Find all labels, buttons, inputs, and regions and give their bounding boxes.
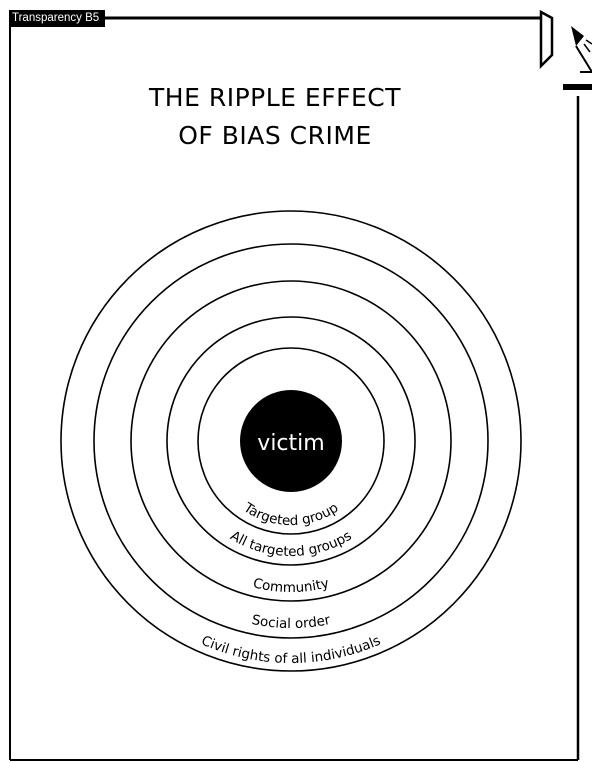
ring-social-order [93, 243, 489, 639]
ring-label-3-path: Community [251, 575, 330, 596]
ring-civil-rights [60, 210, 522, 672]
ring-community [130, 280, 452, 602]
ring-label-1-path: Targeted group [240, 499, 341, 529]
ring-targeted-group [197, 347, 385, 535]
ring-label-social-order: Social order [250, 612, 332, 632]
ring-label-targeted-group: Targeted group [240, 499, 341, 529]
ring-label-all-targeted-groups: All targeted groups [227, 528, 354, 560]
page-title-line1: THE RIPPLE EFFECT [149, 83, 401, 112]
victim-label: victim [257, 431, 324, 456]
page-title-line2: OF BIAS CRIME [178, 121, 372, 150]
victim-core [240, 390, 342, 492]
ring-all-targeted-groups [166, 316, 416, 566]
ring-label-community: Community [251, 575, 330, 596]
transparency-tag: Transparency B5 [9, 10, 106, 27]
ring-label-4-path: Social order [250, 612, 332, 632]
ring-label-2-path: All targeted groups [227, 528, 354, 560]
lamp-icon [539, 9, 592, 90]
